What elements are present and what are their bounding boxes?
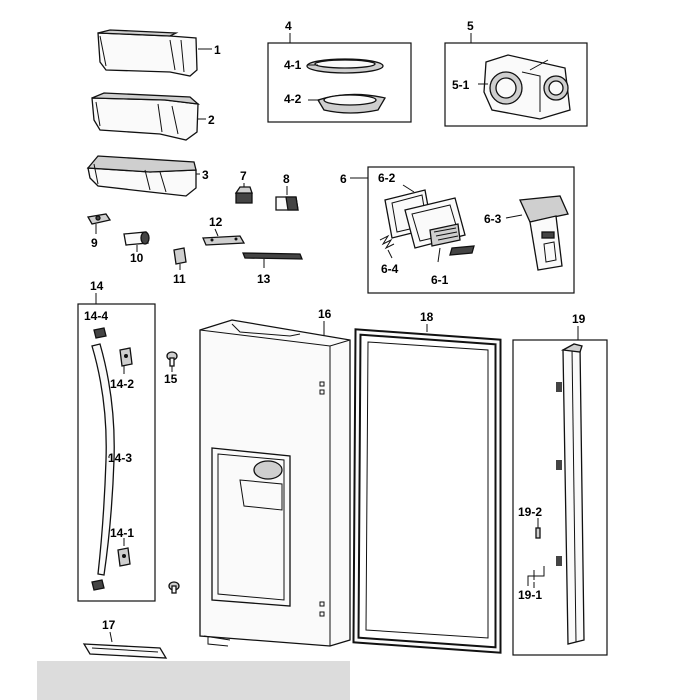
- leader-6-4: [387, 249, 393, 259]
- label-9: 9: [91, 236, 98, 250]
- label-6: 6: [340, 172, 347, 186]
- label-14-2: 14-2: [110, 377, 134, 391]
- part-14-2-bracket: [119, 347, 133, 367]
- part-14-3-handle: [91, 343, 115, 576]
- leader-17: [109, 631, 113, 643]
- leader-6-2: [402, 184, 415, 193]
- part-3-door-guard: [86, 155, 197, 197]
- part-13-strip: [242, 252, 303, 260]
- group-4-box: [267, 42, 412, 123]
- label-13: 13: [257, 272, 271, 286]
- label-6-3: 6-3: [484, 212, 502, 226]
- label-14-4: 14-4: [84, 309, 108, 323]
- part-15-screw-lower: [168, 581, 180, 594]
- part-16-door-assembly: [199, 319, 351, 647]
- part-15-screw-upper: [166, 351, 178, 367]
- part-1-door-guard: [97, 29, 198, 77]
- label-12: 12: [209, 215, 223, 229]
- label-11: 11: [173, 272, 186, 286]
- label-19-2: 19-2: [518, 505, 542, 519]
- leader-6-3: [505, 214, 523, 219]
- label-14-1: 14-1: [110, 526, 134, 540]
- part-4-2-cover: [317, 93, 387, 114]
- label-2: 2: [208, 113, 215, 127]
- label-5: 5: [467, 19, 474, 33]
- label-4: 4: [285, 19, 292, 33]
- part-6-3-lever: [519, 195, 569, 271]
- label-4-2: 4-2: [284, 92, 302, 106]
- label-6-4: 6-4: [381, 262, 399, 276]
- group-5-box: [444, 42, 588, 127]
- label-4-1: 4-1: [284, 58, 302, 72]
- group-19-box: [512, 339, 608, 656]
- part-11-cap: [173, 247, 187, 265]
- label-3: 3: [202, 168, 209, 182]
- label-19: 19: [572, 312, 586, 326]
- label-8: 8: [283, 172, 290, 186]
- label-15: 15: [164, 372, 178, 386]
- part-4-1-cover: [306, 58, 384, 74]
- part-14-4-clip: [93, 327, 107, 339]
- leader-6-1: [437, 247, 441, 263]
- label-7: 7: [240, 169, 247, 183]
- label-6-1: 6-1: [431, 273, 449, 287]
- label-17: 17: [102, 618, 116, 632]
- label-16: 16: [318, 307, 332, 321]
- part-10-bushing: [123, 231, 150, 246]
- part-6-1-dispenser-cover: [404, 197, 475, 256]
- label-10: 10: [130, 251, 144, 265]
- group-6-box: [367, 166, 575, 294]
- part-14-1-bracket: [117, 547, 131, 567]
- part-6-4-spring: [379, 234, 395, 250]
- group-14-box: [77, 303, 156, 602]
- part-2-door-guard: [91, 92, 201, 141]
- part-8-cap: [275, 196, 299, 211]
- part-5-1-housing: [483, 54, 571, 120]
- label-1: 1: [214, 43, 221, 57]
- part-12-plate: [202, 235, 246, 246]
- label-19-1: 19-1: [518, 588, 542, 602]
- part-7-hinge-block: [234, 186, 253, 204]
- label-18: 18: [420, 310, 434, 324]
- part-19-1-spring: [527, 566, 545, 586]
- part-18-door-gasket: [352, 328, 502, 654]
- footer-bar: [37, 661, 350, 700]
- part-14-lower-clip: [91, 579, 105, 591]
- label-14: 14: [90, 279, 104, 293]
- label-14-3: 14-3: [108, 451, 132, 465]
- part-19-2-pin: [535, 527, 541, 539]
- leader-12: [214, 228, 219, 237]
- part-9-hinge: [86, 213, 112, 225]
- part-19-door-cap: [556, 343, 585, 645]
- label-6-2: 6-2: [378, 171, 396, 185]
- label-5-1: 5-1: [452, 78, 470, 92]
- part-17-cap-decor: [82, 643, 168, 659]
